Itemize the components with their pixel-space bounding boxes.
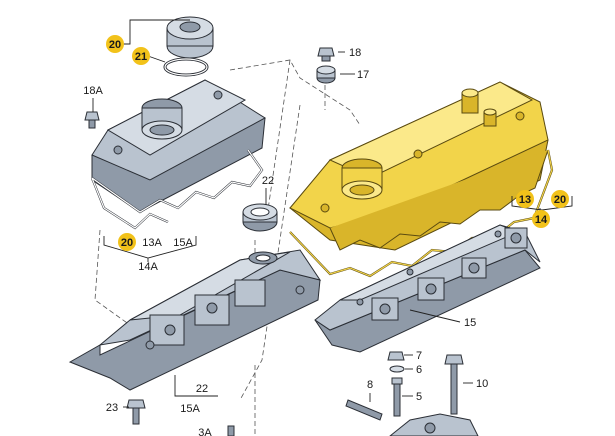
gasket-grey — [90, 149, 264, 230]
callout-7: 7 — [416, 350, 422, 362]
nut-7 — [387, 351, 405, 361]
callout-17: 17 — [357, 69, 369, 81]
callout-22-top: 22 — [262, 175, 274, 187]
badges — [106, 35, 569, 251]
callout-20-top: 20 — [109, 39, 121, 51]
cylinder-head-cover-yellow — [289, 81, 549, 251]
bracket-bottom — [389, 413, 479, 436]
cylinder-head-cover-grey — [91, 79, 266, 213]
callout-20-right: 20 — [554, 194, 566, 206]
bolt-23 — [126, 399, 146, 425]
assembly-dashed-lines — [94, 59, 361, 436]
callout-8: 8 — [367, 379, 373, 391]
callout-18A: 18A — [83, 85, 103, 97]
stud-8 — [345, 399, 383, 421]
callout-20-left: 20 — [121, 237, 133, 249]
washer-6 — [389, 365, 405, 373]
lower-cover-left — [68, 249, 322, 391]
bolt-18A — [84, 111, 100, 129]
grommet-17 — [316, 65, 336, 84]
callout-14A: 14A — [138, 261, 158, 273]
bolt-10 — [444, 354, 464, 415]
callout-23: 23 — [106, 402, 118, 414]
callout-22-bottom: 22 — [196, 383, 208, 395]
gasket-yellow — [289, 149, 554, 278]
callout-5: 5 — [416, 391, 422, 403]
seal-ring-22 — [242, 203, 278, 232]
callout-14: 14 — [535, 214, 548, 226]
lower-cover-right-15 — [314, 224, 541, 353]
bolt-18 — [317, 47, 335, 62]
callout-15A-top: 15A — [173, 237, 193, 249]
callout-15: 15 — [464, 317, 476, 329]
callout-10: 10 — [476, 378, 488, 390]
oil-filler-cap — [145, 16, 214, 59]
stud-5 — [391, 377, 403, 417]
callout-18: 18 — [349, 47, 361, 59]
callout-13A: 13A — [142, 237, 162, 249]
callout-3A: 3A — [198, 427, 212, 436]
callout-6: 6 — [416, 364, 422, 376]
callout-21: 21 — [135, 51, 147, 63]
callout-15A-bottom: 15A — [180, 403, 200, 415]
cap-seal-ring — [163, 57, 209, 77]
callout-13: 13 — [519, 194, 531, 206]
stud-3A — [227, 425, 235, 436]
leader-lines — [92, 19, 573, 408]
